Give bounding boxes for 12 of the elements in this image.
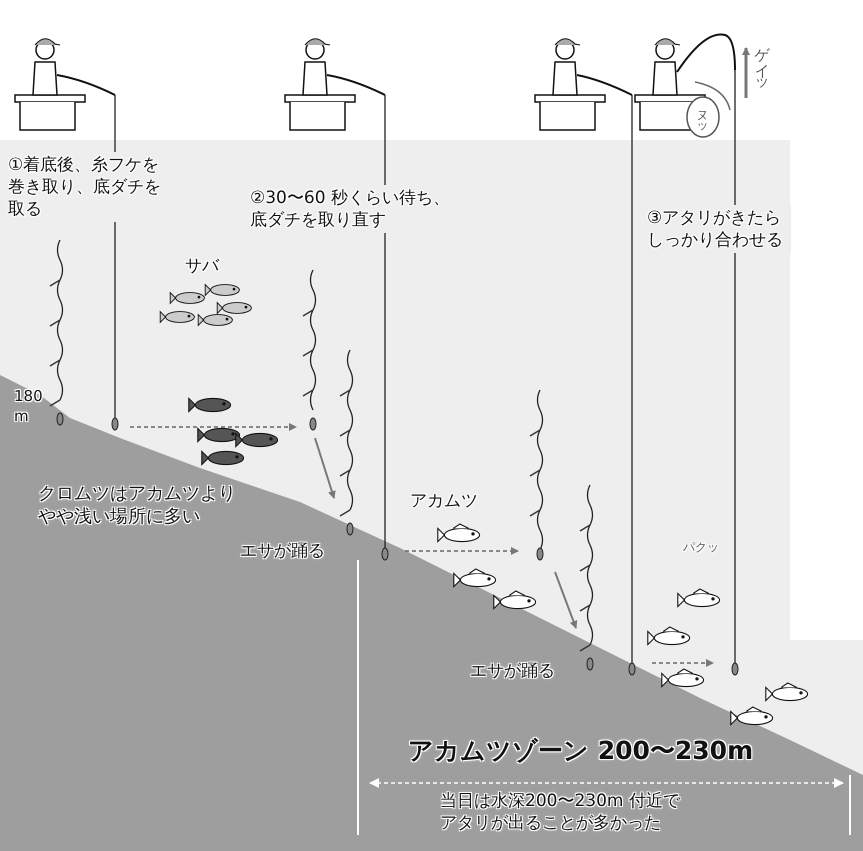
- note-text: クロムツはアカムツよりやや浅い場所に多い: [38, 482, 237, 529]
- step-note: ③アタリがきたらしっかり合わせる: [645, 205, 791, 254]
- sound-effect: ヌッ: [694, 102, 710, 130]
- depth-label: 180 m: [14, 387, 44, 426]
- sound-effect: ゲイッ: [752, 36, 772, 87]
- zone-title: アカムツゾーン 200〜230m: [408, 735, 754, 767]
- note-text: 当日は水深200〜230m 付近でアタリが出ることが多かった: [440, 790, 680, 834]
- fish-name: アカムツ: [410, 490, 478, 512]
- sound-effect: パクッ: [683, 540, 719, 556]
- fish-name: サバ: [185, 255, 219, 278]
- note-text: エサが踊る: [240, 540, 325, 562]
- note-text: エサが踊る: [470, 660, 555, 682]
